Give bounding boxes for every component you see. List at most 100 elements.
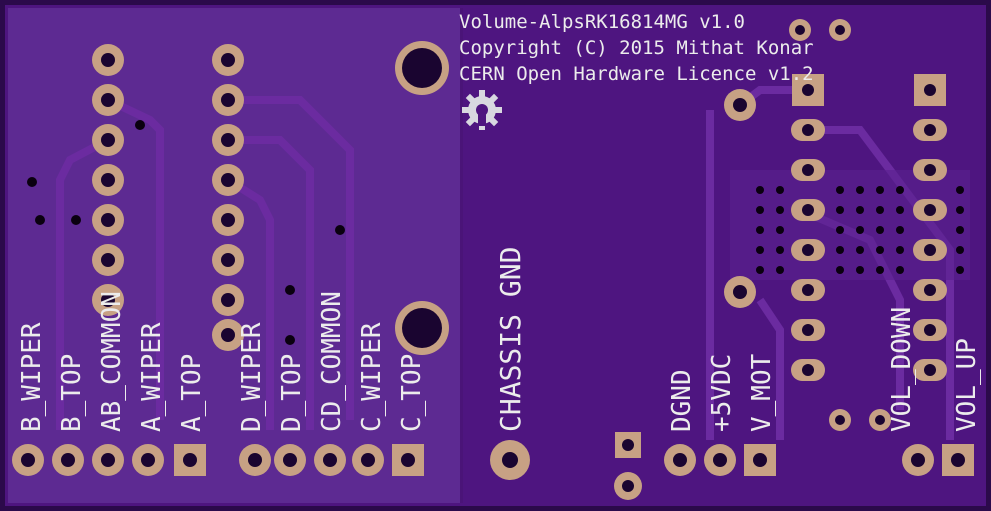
via <box>876 206 884 214</box>
header-a-pin-hole <box>101 453 115 467</box>
via <box>956 206 964 214</box>
pads <box>12 19 974 500</box>
mid-connector-labels: D_WIPER D_TOP CD_COMMON C_WIPER C_TOP <box>237 291 427 432</box>
via <box>876 246 884 254</box>
header-b-pin-1-hole <box>401 453 415 467</box>
left-connector-labels: B_WIPER B_TOP AB_COMMON A_WIPER A_TOP <box>17 291 207 432</box>
trace <box>756 297 784 440</box>
vias <box>27 120 964 345</box>
label-c-top: C_TOP <box>397 354 427 432</box>
via <box>756 206 764 214</box>
via <box>856 226 864 234</box>
label-d-wiper: D_WIPER <box>237 322 267 432</box>
ic-pin-hole <box>924 244 936 256</box>
ic-pin-hole <box>924 164 936 176</box>
pot-pin-a-hole <box>101 173 115 187</box>
via <box>756 266 764 274</box>
pot-pin-a-hole <box>101 93 115 107</box>
pad-hole <box>733 285 747 299</box>
title-line-2: Copyright (C) 2015 Mithat Konar <box>459 37 814 59</box>
via <box>836 266 844 274</box>
pot-pin-a-hole <box>101 253 115 267</box>
trace <box>106 96 164 420</box>
power-pin-hole <box>673 453 687 467</box>
small-pad-hole <box>795 25 805 35</box>
component-zone <box>730 170 970 280</box>
ic-pin-hole <box>802 244 814 256</box>
header-b-pin-hole <box>283 453 297 467</box>
via <box>896 206 904 214</box>
trace <box>56 136 110 430</box>
vol-pin-hole <box>911 453 925 467</box>
power-pin-1-hole <box>753 453 767 467</box>
via <box>71 215 81 225</box>
ic-pin-hole <box>802 284 814 296</box>
via <box>27 177 37 187</box>
pot-pin-b-hole <box>221 133 235 147</box>
chassis-gnd-pad-hole <box>502 452 518 468</box>
ic-pin-1-hole <box>802 84 814 96</box>
header-a-pin-hole <box>61 453 75 467</box>
via <box>896 226 904 234</box>
header-b-pin-hole <box>248 453 262 467</box>
ic-pin-hole <box>802 204 814 216</box>
ic-pin-hole <box>802 124 814 136</box>
label-cd-common: CD_COMMON <box>317 291 347 432</box>
via <box>896 186 904 194</box>
pot-pin-a-hole <box>101 293 115 307</box>
label-5vdc: +5VDC <box>707 354 737 432</box>
header-b-pin-hole <box>323 453 337 467</box>
pad-hole <box>733 98 747 112</box>
pot-pin-a-hole <box>101 213 115 227</box>
header-a-pin-hole <box>21 453 35 467</box>
pour-edge <box>460 8 463 503</box>
header-a-pin-hole <box>141 453 155 467</box>
via <box>896 246 904 254</box>
pot-pin-b-hole <box>221 328 235 342</box>
small-pad-hole <box>835 415 845 425</box>
via <box>876 186 884 194</box>
label-a-wiper: A_WIPER <box>137 322 167 432</box>
label-b-top: B_TOP <box>57 354 87 432</box>
trace <box>228 136 314 430</box>
via <box>956 226 964 234</box>
pot-pin-b-hole <box>221 173 235 187</box>
label-d-top: D_TOP <box>277 354 307 432</box>
via <box>876 266 884 274</box>
via <box>776 206 784 214</box>
via <box>876 226 884 234</box>
via <box>756 186 764 194</box>
pot-pin-b-hole <box>221 93 235 107</box>
small-pad-hole <box>622 480 634 492</box>
label-v-mot: V_MOT <box>747 353 777 432</box>
via <box>35 215 45 225</box>
small-pad-hole <box>875 415 885 425</box>
label-vol-down: VOL_DOWN <box>887 307 917 432</box>
via <box>285 335 295 345</box>
power-pin-hole <box>713 453 727 467</box>
pot-pin-b-hole <box>221 213 235 227</box>
pot-pin-b-hole <box>221 53 235 67</box>
ic-pin-hole <box>924 324 936 336</box>
via <box>776 186 784 194</box>
ic-pin-hole <box>924 124 936 136</box>
title-line-1: Volume-AlpsRK16814MG v1.0 <box>459 11 745 33</box>
ic-pin-hole <box>924 284 936 296</box>
label-ab-common: AB_COMMON <box>97 291 127 432</box>
via <box>856 266 864 274</box>
via <box>956 246 964 254</box>
ic-pin-hole <box>924 364 936 376</box>
pot-pin-a-hole <box>101 133 115 147</box>
pot-pin-b-hole <box>221 293 235 307</box>
vol-pin-1-hole <box>951 453 965 467</box>
header-a-pin-1-hole <box>183 453 197 467</box>
label-vol-up: VOL_UP <box>952 338 982 432</box>
ic-pin-hole <box>802 364 814 376</box>
volume-connector-labels: VOL_DOWN VOL_UP <box>887 307 982 432</box>
label-a-top: A_TOP <box>177 354 207 432</box>
header-b-pin-hole <box>361 453 375 467</box>
via <box>135 120 145 130</box>
via <box>836 246 844 254</box>
